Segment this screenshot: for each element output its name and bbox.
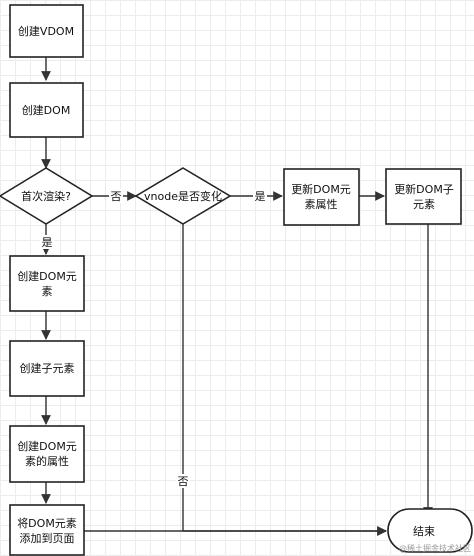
node-create-vdom: 创建VDOM (9, 4, 84, 58)
edge-label-vnode-no: 否 (178, 475, 189, 488)
svg-text:将DOM元素: 将DOM元素 (17, 517, 77, 530)
node-first-render: 首次渲染? (0, 167, 94, 225)
svg-text:创建DOM元: 创建DOM元 (17, 439, 77, 453)
svg-text:创建VDOM: 创建VDOM (18, 24, 74, 38)
node-append-to-page: 将DOM元素 添加到页面 (9, 504, 85, 556)
node-create-dom-attrs: 创建DOM元 素的属性 (9, 425, 85, 483)
svg-text:创建DOM元: 创建DOM元 (17, 269, 77, 283)
svg-text:添加到页面: 添加到页面 (20, 531, 75, 545)
svg-text:vnode是否变化: vnode是否变化 (144, 189, 222, 203)
svg-text:首次渲染?: 首次渲染? (21, 189, 71, 203)
node-create-children: 创建子元素 (9, 340, 85, 397)
edge-label-first-no: 否 (111, 190, 122, 203)
node-update-dom-children: 更新DOM子 元素 (385, 168, 462, 225)
node-create-dom-element: 创建DOM元 素 (9, 255, 85, 312)
svg-text:创建DOM: 创建DOM (22, 103, 71, 117)
node-vnode-changed: vnode是否变化 (134, 167, 232, 225)
svg-text:更新DOM子: 更新DOM子 (394, 182, 454, 196)
svg-text:素属性: 素属性 (305, 197, 338, 211)
edge-vnode-no (182, 224, 387, 536)
svg-text:创建子元素: 创建子元素 (20, 361, 75, 375)
node-create-dom: 创建DOM (9, 82, 84, 138)
svg-text:结束: 结束 (413, 525, 435, 538)
edge-label-vnode-yes: 是 (255, 190, 266, 203)
svg-text:元素: 元素 (413, 198, 435, 211)
edge-label-first-yes: 是 (42, 236, 53, 249)
node-update-dom-attrs: 更新DOM元 素属性 (283, 168, 360, 226)
svg-text:素的属性: 素的属性 (25, 454, 69, 468)
watermark: @稀土掘金技术社区 (399, 543, 471, 553)
node-end: 结束 (387, 508, 473, 553)
svg-text:更新DOM元: 更新DOM元 (291, 182, 351, 196)
svg-text:素: 素 (42, 285, 53, 298)
